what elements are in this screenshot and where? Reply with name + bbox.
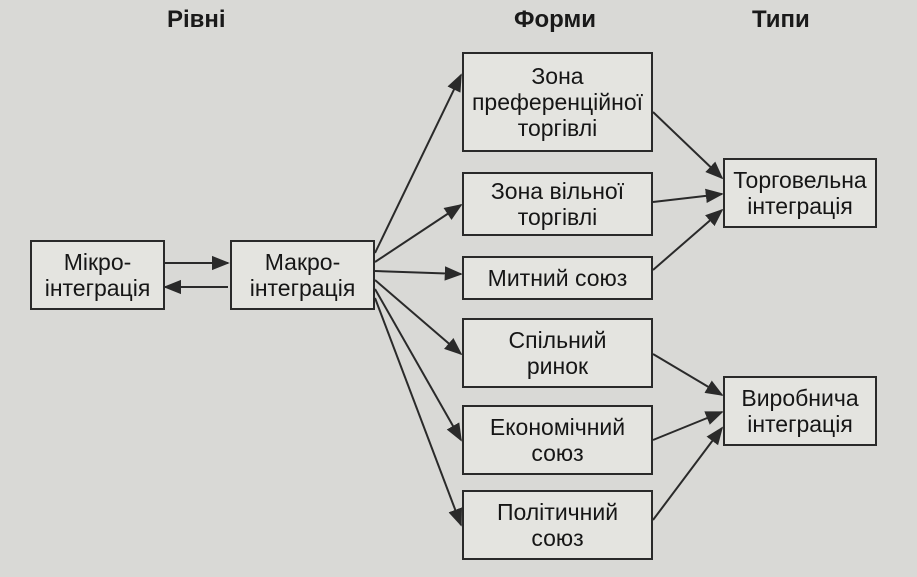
micro-integration-label: Мікро- інтеграція bbox=[44, 249, 151, 301]
box-form-economic-union: Економічний союз bbox=[462, 405, 653, 475]
box-type-production-integration: Виробнича інтеграція bbox=[723, 376, 877, 446]
box-form-political-union: Політичний союз bbox=[462, 490, 653, 560]
macro-integration-label: Макро- інтеграція bbox=[249, 249, 356, 301]
form-label: Зона вільної торгівлі bbox=[490, 178, 625, 230]
arrow-form-2-to-trade bbox=[652, 188, 724, 204]
box-form-preferential-trade-zone: Зона преференційної торгівлі bbox=[462, 52, 653, 152]
form-label: Економічний союз bbox=[489, 414, 626, 466]
arrow-form-1-to-trade bbox=[652, 111, 724, 180]
arrow-macro-to-form-4 bbox=[374, 279, 463, 356]
form-label: Спільний ринок bbox=[508, 327, 607, 379]
arrow-form-6-to-production bbox=[652, 426, 724, 521]
arrow-macro-to-form-5 bbox=[374, 288, 462, 442]
arrow-form-5-to-production bbox=[652, 411, 724, 441]
box-type-trade-integration: Торговельна інтеграція bbox=[723, 158, 877, 228]
header-forms: Форми bbox=[514, 6, 596, 33]
box-micro-integration: Мікро- інтеграція bbox=[30, 240, 165, 310]
form-label: Митний союз bbox=[487, 265, 628, 291]
arrow-macro-to-form-3 bbox=[374, 266, 463, 281]
box-form-common-market: Спільний ринок bbox=[462, 318, 653, 388]
arrow-form-3-to-trade bbox=[652, 208, 724, 271]
arrow-macro-to-form-2 bbox=[374, 204, 463, 263]
header-levels: Рівні bbox=[167, 6, 226, 33]
box-macro-integration: Макро- інтеграція bbox=[230, 240, 375, 310]
form-label: Зона преференційної торгівлі bbox=[471, 63, 644, 141]
form-label: Політичний союз bbox=[496, 499, 619, 551]
box-form-customs-union: Митний союз bbox=[462, 256, 653, 300]
box-form-free-trade-zone: Зона вільної торгівлі bbox=[462, 172, 653, 236]
header-types: Типи bbox=[752, 6, 810, 33]
trade-integration-label: Торговельна інтеграція bbox=[733, 167, 867, 219]
production-integration-label: Виробнича інтеграція bbox=[741, 385, 859, 437]
arrow-macro-to-form-1 bbox=[374, 73, 462, 254]
arrow-macro-to-form-6 bbox=[374, 297, 462, 527]
arrow-form-4-to-production bbox=[652, 353, 724, 396]
